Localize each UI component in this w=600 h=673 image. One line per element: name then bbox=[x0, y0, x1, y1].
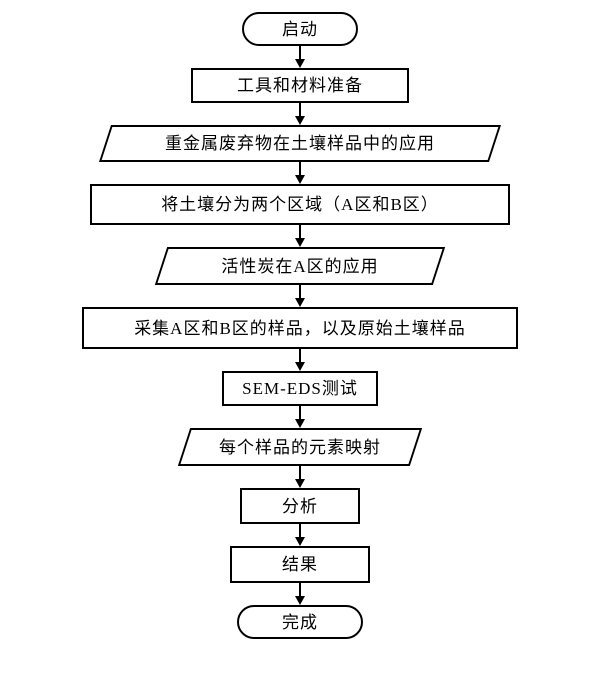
arrow-shaft bbox=[299, 466, 301, 479]
flow-arrow bbox=[295, 583, 305, 605]
node-label: 将土壤分为两个区域（A区和B区） bbox=[161, 195, 439, 214]
arrow-down-icon bbox=[295, 238, 305, 247]
arrow-shaft bbox=[299, 524, 301, 537]
node-label: 重金属废弃物在土壤样品中的应用 bbox=[165, 134, 435, 153]
arrow-down-icon bbox=[295, 362, 305, 371]
node-label: 完成 bbox=[282, 612, 318, 632]
flow-arrow bbox=[295, 46, 305, 68]
arrow-shaft bbox=[299, 285, 301, 298]
arrow-down-icon bbox=[295, 537, 305, 546]
flowchart-node-start: 启动 bbox=[242, 12, 358, 46]
flow-arrow bbox=[295, 524, 305, 546]
flowchart-node-tools-preparation: 工具和材料准备 bbox=[191, 68, 409, 103]
flow-arrow bbox=[295, 406, 305, 428]
node-label: 分析 bbox=[282, 496, 318, 516]
flow-arrow bbox=[295, 162, 305, 184]
flowchart-node-sem-eds-test: SEM-EDS测试 bbox=[222, 371, 378, 406]
flowchart-node-element-mapping: 每个样品的元素映射 bbox=[184, 428, 416, 466]
arrow-shaft bbox=[299, 349, 301, 362]
flowchart-node-divide-soil-zones: 将土壤分为两个区域（A区和B区） bbox=[90, 184, 510, 225]
arrow-down-icon bbox=[295, 175, 305, 184]
flow-arrow bbox=[295, 103, 305, 125]
arrow-down-icon bbox=[295, 298, 305, 307]
flowchart-node-activated-carbon-zone-a: 活性炭在A区的应用 bbox=[161, 247, 439, 285]
arrow-shaft bbox=[299, 406, 301, 419]
flow-arrow bbox=[295, 225, 305, 247]
node-label: 每个样品的元素映射 bbox=[219, 437, 381, 457]
node-label: 启动 bbox=[282, 19, 318, 39]
flowchart-node-finish: 完成 bbox=[237, 605, 363, 639]
arrow-shaft bbox=[299, 46, 301, 59]
arrow-down-icon bbox=[295, 116, 305, 125]
arrow-shaft bbox=[299, 162, 301, 175]
arrow-shaft bbox=[299, 225, 301, 238]
node-label: SEM-EDS测试 bbox=[242, 379, 358, 398]
flowchart-node-analysis: 分析 bbox=[240, 488, 360, 524]
flow-arrow bbox=[295, 466, 305, 488]
node-label: 采集A区和B区的样品，以及原始土壤样品 bbox=[134, 318, 466, 338]
node-label: 结果 bbox=[282, 555, 318, 574]
arrow-shaft bbox=[299, 583, 301, 596]
arrow-down-icon bbox=[295, 479, 305, 488]
arrow-down-icon bbox=[295, 59, 305, 68]
arrow-shaft bbox=[299, 103, 301, 116]
node-label: 工具和材料准备 bbox=[237, 76, 363, 95]
arrow-down-icon bbox=[295, 596, 305, 605]
arrow-down-icon bbox=[295, 419, 305, 428]
flow-arrow bbox=[295, 285, 305, 307]
flowchart-node-result: 结果 bbox=[230, 546, 370, 583]
flowchart-node-collect-samples: 采集A区和B区的样品，以及原始土壤样品 bbox=[82, 307, 518, 349]
flow-arrow bbox=[295, 349, 305, 371]
node-label: 活性炭在A区的应用 bbox=[221, 256, 379, 276]
flowchart-node-heavy-metal-application: 重金属废弃物在土壤样品中的应用 bbox=[105, 125, 495, 162]
